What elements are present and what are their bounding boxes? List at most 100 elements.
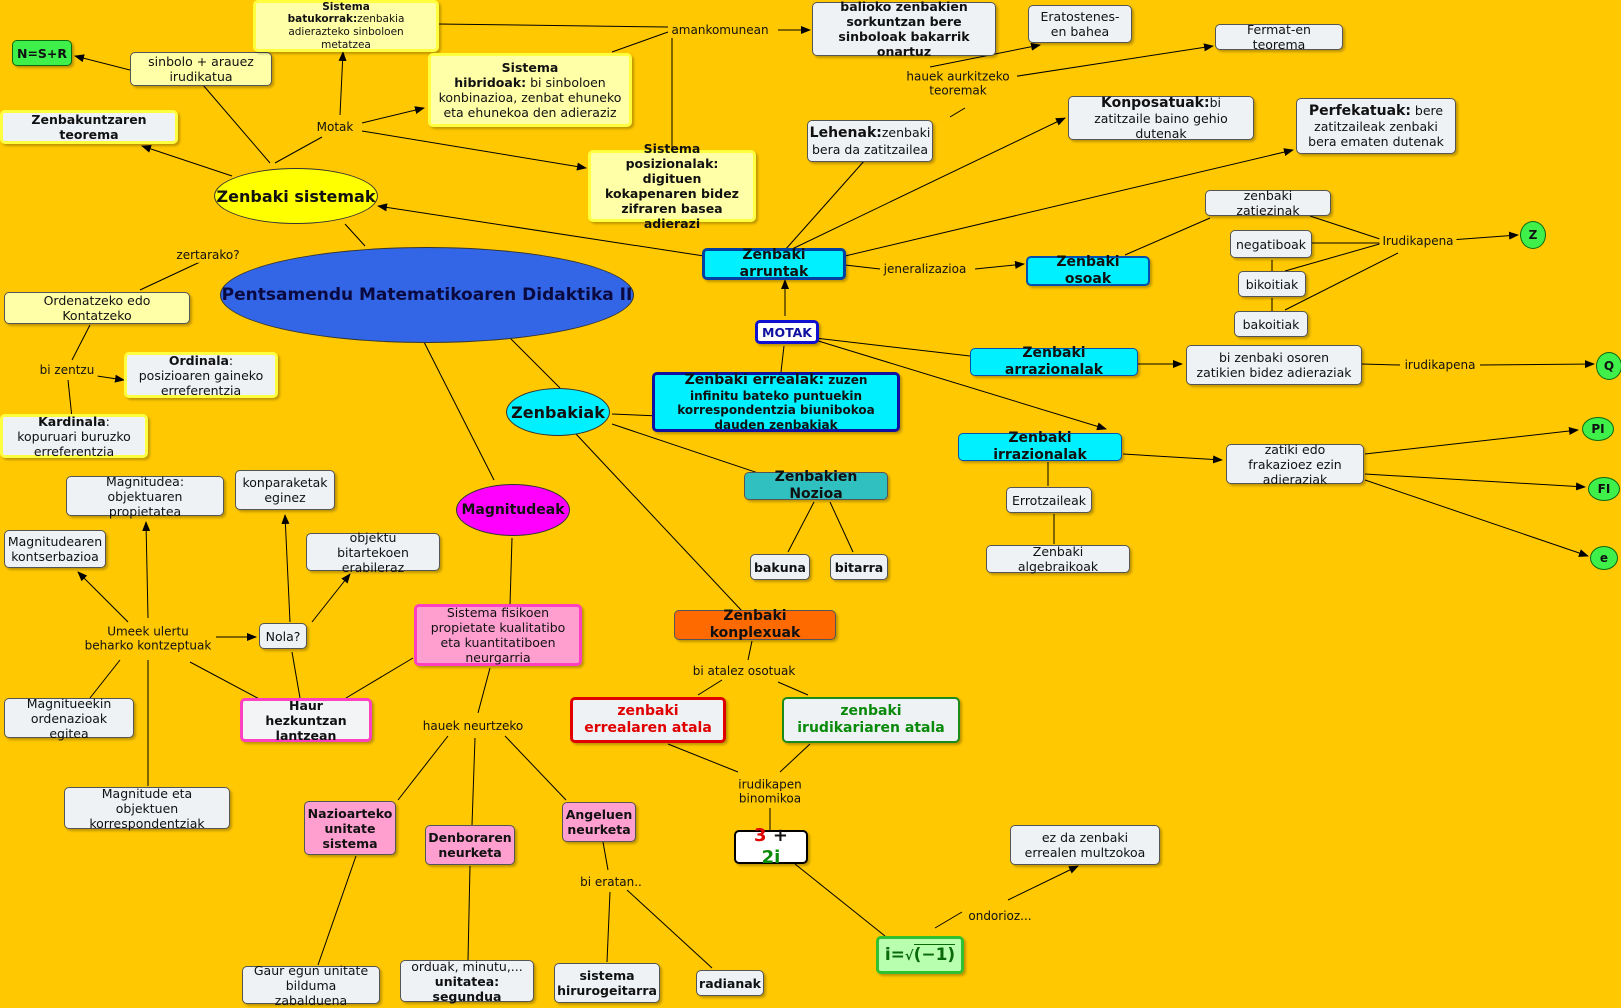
zenbaki-sistemak-node[interactable]: Zenbaki sistemak bbox=[214, 168, 378, 224]
central-topic-label: Pentsamendu Matematikoaren Didaktika II bbox=[221, 285, 633, 305]
ordinala-rest: : posizioaren gaineko erreferentzia bbox=[138, 352, 264, 398]
irudikapen-binomikoa-link-label: irudikapen binomikoa bbox=[722, 776, 818, 808]
eratostenes-node[interactable]: Eratostenes-en bahea bbox=[1028, 5, 1132, 43]
zenbaki-irrazionalak-label: Zenbaki irrazionalak bbox=[993, 430, 1087, 463]
denboraren-node[interactable]: Denboraren neurketa bbox=[425, 825, 515, 865]
negatiboak-node[interactable]: negatiboak bbox=[1230, 230, 1312, 258]
radianak-label: radianak bbox=[699, 975, 761, 991]
nazioarteko-node[interactable]: Nazioarteko unitate sistema bbox=[304, 801, 396, 855]
konposatuak-node[interactable]: Konposatuak:bi zatitzaile baino gehio du… bbox=[1068, 95, 1254, 141]
balioko-node[interactable]: balioko zenbakien sorkuntzan bere sinbol… bbox=[812, 0, 996, 59]
pi-node[interactable]: PI bbox=[1582, 417, 1614, 441]
perfekatuak-rest: bere zatitzaileak zenbaki bera ematen du… bbox=[1308, 102, 1444, 150]
sistema-fisikoen-node[interactable]: Sistema fisikoen propietate kualitatibo … bbox=[414, 604, 582, 666]
haur-node[interactable]: Haur hezkuntzan lantzean bbox=[240, 697, 372, 743]
zenbaki-konplexuak-node[interactable]: Zenbaki konplexuak bbox=[674, 608, 836, 641]
magnitudeak-label: Magnitudeak bbox=[461, 502, 565, 518]
errotzaileak-node[interactable]: Errotzaileak bbox=[1006, 487, 1092, 513]
zenbakien-nozioa-node[interactable]: Zenbakien Nozioa bbox=[744, 469, 888, 502]
q-label: Q bbox=[1603, 359, 1615, 373]
lehenak-rest: zenbaki bera da zatitzailea bbox=[812, 125, 931, 157]
motak-link-label: Motak bbox=[313, 118, 357, 136]
zenbaki-arruntak-label: Zenbaki arruntak bbox=[739, 247, 809, 280]
z-node[interactable]: Z bbox=[1520, 221, 1546, 249]
gaur-node[interactable]: Gaur egun unitate bilduma zabalduena bbox=[242, 963, 380, 1008]
bakuna-node[interactable]: bakuna bbox=[750, 554, 810, 580]
erreal-atala-node[interactable]: zenbaki errealaren atala bbox=[570, 697, 726, 743]
hibridoak-desc: hibridoak: bi sinboloen konbinazioa, zen… bbox=[437, 75, 623, 120]
imaginary-part: 2i bbox=[761, 847, 781, 868]
zenbaki-arrazionalak-node[interactable]: Zenbaki arrazionalak bbox=[970, 345, 1138, 378]
zatiezinak-label: zenbaki zatiezinak bbox=[1236, 188, 1300, 218]
nsr-node[interactable]: N=S+R bbox=[12, 40, 72, 66]
kardinala-rest: : kopuruari buruzko erreferentzia bbox=[17, 413, 131, 459]
zatiezinak-node[interactable]: zenbaki zatiezinak bbox=[1205, 188, 1331, 218]
ordenatzeko-node[interactable]: Ordenatzeko edo Kontatzeko bbox=[4, 292, 190, 324]
irudikari-atala-node[interactable]: zenbaki irudikariaren atala bbox=[782, 697, 960, 743]
zenbaki-osoak-node[interactable]: Zenbaki osoak bbox=[1026, 254, 1150, 287]
binomial-example-node[interactable]: 3 + 2i bbox=[734, 825, 808, 868]
kardinala-node[interactable]: Kardinala: kopuruari buruzko erreferentz… bbox=[0, 414, 148, 459]
irudikapena-z-link-label: Irudikapena bbox=[1379, 232, 1457, 250]
posizionalak-node[interactable]: Sistema posizionalak: digituen kokapenar… bbox=[588, 141, 756, 231]
zenbaki-arruntak-node[interactable]: Zenbaki arruntak bbox=[702, 247, 846, 280]
nola-node[interactable]: Nola? bbox=[259, 623, 307, 649]
ordinala-node[interactable]: Ordinala: posizioaren gaineko erreferent… bbox=[124, 352, 278, 398]
pi-label: PI bbox=[1591, 422, 1605, 436]
fermat-node[interactable]: Fermat-en teorema bbox=[1215, 22, 1343, 52]
fi-node[interactable]: FI bbox=[1588, 477, 1620, 501]
zenbaki-irrazionalak-node[interactable]: Zenbaki irrazionalak bbox=[958, 430, 1122, 463]
hauek-aurkitzeko-link-label: hauek aurkitzeko teoremak bbox=[899, 68, 1017, 100]
hibridoak-bold: hibridoak: bbox=[454, 75, 527, 90]
bi-zenbaki-label: bi zenbaki osoren zatikien bidez adieraz… bbox=[1196, 350, 1352, 380]
korrespondentziak-label: Magnitude eta objektuen korrespondentzia… bbox=[89, 785, 205, 831]
ez-da-node[interactable]: ez da zenbaki errealen multzokoa bbox=[1010, 825, 1160, 865]
kardinala-text: Kardinala: kopuruari buruzko erreferentz… bbox=[9, 414, 139, 459]
batukorrak-bold: batukorrak: bbox=[287, 13, 358, 26]
lehenak-node[interactable]: Lehenak:zenbaki bera da zatitzailea bbox=[807, 120, 933, 162]
objektu-node[interactable]: objektu bitartekoen erabileraz bbox=[306, 530, 440, 575]
ordenazioak-node[interactable]: Magnitueekin ordenazioak egitea bbox=[4, 696, 134, 741]
zenbaki-osoak-label: Zenbaki osoak bbox=[1056, 254, 1120, 287]
bakoitiak-node[interactable]: bakoitiak bbox=[1234, 311, 1308, 337]
perfekatuak-bold: Perfekatuak: bbox=[1308, 102, 1411, 119]
negatiboak-label: negatiboak bbox=[1235, 236, 1307, 252]
motak-main-node[interactable]: MOTAK bbox=[755, 320, 819, 344]
errotzaileak-label: Errotzaileak bbox=[1012, 492, 1086, 508]
angeluen-node[interactable]: Angeluen neurketa bbox=[562, 802, 636, 842]
central-topic[interactable]: Pentsamendu Matematikoaren Didaktika II bbox=[220, 247, 634, 343]
haur-label: Haur hezkuntzan lantzean bbox=[265, 697, 347, 743]
zenbakiak-node[interactable]: Zenbakiak bbox=[506, 388, 610, 436]
lehenak-bold: Lehenak: bbox=[809, 125, 882, 142]
zenbaki-konplexuak-label: Zenbaki konplexuak bbox=[709, 608, 801, 641]
kontserbazioa-node[interactable]: Magnitudearen kontserbazioa bbox=[4, 530, 106, 568]
q-node[interactable]: Q bbox=[1596, 352, 1621, 380]
orduak-node[interactable]: orduak, minutu,... unitatea: segundua bbox=[400, 959, 534, 1004]
zenbaki-errealak-node[interactable]: Zenbaki errealak: zuzen infinitu bateko … bbox=[652, 372, 900, 432]
zenbakuntza-teorema-node[interactable]: Zenbakuntzaren teorema bbox=[0, 110, 178, 144]
bitarra-node[interactable]: bitarra bbox=[830, 554, 888, 580]
e-node[interactable]: e bbox=[1590, 546, 1618, 570]
zatiki-node[interactable]: zatiki edo frakazioez ezin adieraziak bbox=[1226, 442, 1364, 487]
bi-zenbaki-node[interactable]: bi zenbaki osoren zatikien bidez adieraz… bbox=[1186, 345, 1362, 385]
magnitudeak-node[interactable]: Magnitudeak bbox=[456, 484, 570, 536]
sinbolo-node[interactable]: sinbolo + arauez irudikatua bbox=[130, 52, 272, 86]
algebraikoak-node[interactable]: Zenbaki algebraikoak bbox=[986, 544, 1130, 574]
hirurogeitarra-node[interactable]: sistema hirurogeitarra bbox=[554, 963, 660, 1003]
objektu-label: objektu bitartekoen erabileraz bbox=[337, 529, 409, 575]
perfekatuak-node[interactable]: Perfekatuak: bere zatitzaileak zenbaki b… bbox=[1296, 98, 1456, 154]
i-definition-node[interactable]: i=√(−1) bbox=[876, 936, 964, 974]
radianak-node[interactable]: radianak bbox=[696, 970, 764, 996]
balioko-label: balioko zenbakien sorkuntzan bere sinbol… bbox=[838, 0, 970, 59]
batukorrak-node[interactable]: Sistema batukorrak:zenbakia adierazteko … bbox=[253, 0, 439, 52]
bikoitiak-node[interactable]: bikoitiak bbox=[1238, 271, 1306, 297]
korrespondentziak-node[interactable]: Magnitude eta objektuen korrespondentzia… bbox=[64, 785, 230, 831]
hibridoak-title: Sistema bbox=[501, 60, 559, 75]
magnitudea-node[interactable]: Magnitudea: objektuaren propietatea bbox=[66, 474, 224, 519]
nola-label: Nola? bbox=[265, 628, 301, 644]
hibridoak-node[interactable]: Sistema hibridoak: bi sinboloen konbinaz… bbox=[428, 53, 632, 127]
nazioarteko-label: Nazioarteko unitate sistema bbox=[307, 805, 393, 851]
konparaketak-node[interactable]: konparaketak eginez bbox=[235, 470, 335, 510]
irudikapena-q-link-label: irudikapena bbox=[1401, 356, 1479, 374]
